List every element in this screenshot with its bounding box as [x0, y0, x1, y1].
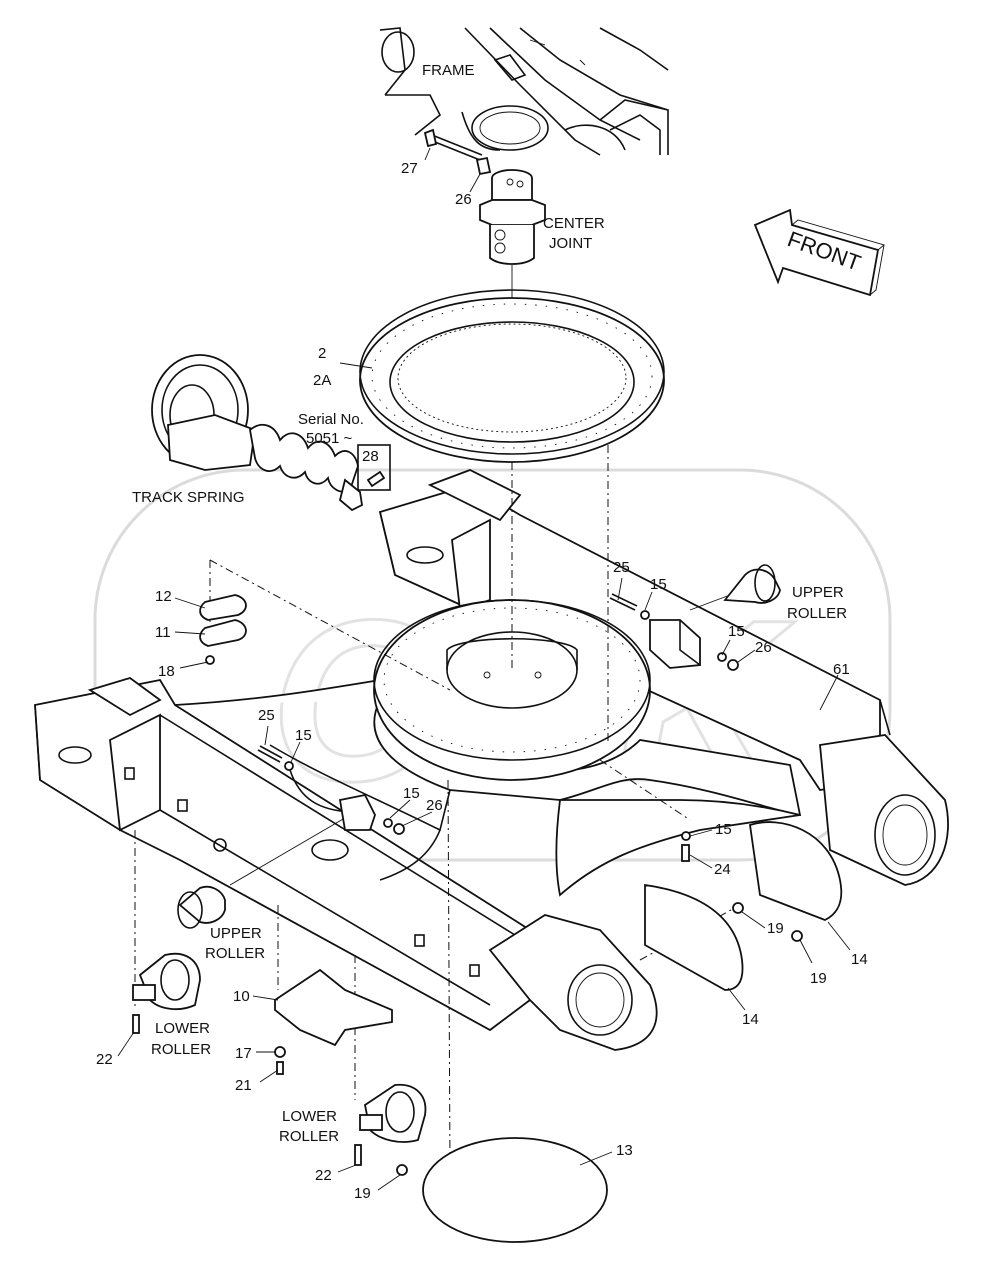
- cover-14-front: [644, 883, 744, 991]
- label-center-joint-2: JOINT: [549, 235, 592, 252]
- label-lower-roller-right-2: ROLLER: [279, 1128, 339, 1145]
- bolt-27: [423, 128, 483, 161]
- label-upper-roller-left-1: UPPER: [210, 925, 262, 942]
- plate-11: [199, 619, 247, 647]
- callout-numbers: 27 26 2 2A 28 25 15 15 26 61 12 11 18 25…: [96, 160, 868, 1202]
- callout-24: 24: [714, 861, 731, 878]
- leader-lines: [117, 147, 851, 1191]
- callout-27: 27: [401, 160, 418, 177]
- callout-15-right-1: 15: [650, 576, 667, 593]
- callout-13: 13: [616, 1142, 633, 1159]
- callout-15-left-1: 15: [295, 727, 312, 744]
- label-center-joint-1: CENTER: [543, 215, 605, 232]
- callout-26-left: 26: [426, 797, 443, 814]
- swing-bearing: [359, 289, 665, 463]
- track-spring-idler: [151, 354, 363, 512]
- front-direction-arrow: [753, 208, 885, 297]
- center-joint: [479, 169, 546, 265]
- callout-2: 2: [318, 345, 326, 362]
- upper-roller-right: [649, 564, 781, 669]
- callout-26-top: 26: [455, 191, 472, 208]
- lower-roller-right: [359, 1083, 427, 1143]
- label-upper-roller-right-1: UPPER: [792, 584, 844, 601]
- callout-2a: 2A: [313, 372, 331, 389]
- label-upper-roller-left-2: ROLLER: [205, 945, 265, 962]
- label-upper-roller-right-2: ROLLER: [787, 605, 847, 622]
- label-serial-1: Serial No.: [298, 411, 364, 428]
- track-frame: [34, 469, 949, 1051]
- label-frame: FRAME: [422, 62, 475, 79]
- callout-22-a: 22: [96, 1051, 113, 1068]
- callout-11: 11: [155, 624, 171, 641]
- bracket-10: [274, 968, 393, 1047]
- callout-25-right: 25: [613, 559, 630, 576]
- callout-15-bottom: 15: [715, 821, 732, 838]
- serial-box-28: [357, 444, 391, 491]
- lower-roller-left: [132, 952, 201, 1011]
- label-track-spring: TRACK SPRING: [132, 489, 245, 506]
- callout-17: 17: [235, 1045, 252, 1062]
- label-lower-roller-left-2: ROLLER: [151, 1041, 211, 1058]
- callout-18: 18: [158, 663, 175, 680]
- callout-19-a: 19: [767, 920, 784, 937]
- upper-roller-left: [177, 793, 376, 929]
- washer-26: [475, 156, 492, 176]
- fasteners: [132, 593, 803, 1176]
- callout-10: 10: [233, 988, 250, 1005]
- callout-14-b: 14: [742, 1011, 759, 1028]
- cover-14-rear: [749, 821, 843, 921]
- text-labels: FRAME CENTER JOINT FRONT Serial No. 5051…: [132, 62, 864, 1145]
- cover-13: [422, 1137, 608, 1243]
- callout-28: 28: [362, 448, 379, 465]
- label-lower-roller-right-1: LOWER: [282, 1108, 337, 1125]
- callout-22-b: 22: [315, 1167, 332, 1184]
- callout-15-left-2: 15: [403, 785, 420, 802]
- label-lower-roller-left-1: LOWER: [155, 1020, 210, 1037]
- upper-frame: [379, 27, 669, 156]
- callout-12: 12: [155, 588, 172, 605]
- callout-25-left: 25: [258, 707, 275, 724]
- plate-12: [199, 594, 247, 621]
- label-serial-2: 5051 ~: [306, 430, 353, 447]
- callout-19-b: 19: [810, 970, 827, 987]
- callout-21: 21: [235, 1077, 252, 1094]
- callout-19-c: 19: [354, 1185, 371, 1202]
- callout-15-right-2: 15: [728, 623, 745, 640]
- callout-14-a: 14: [851, 951, 868, 968]
- callout-61: 61: [833, 661, 850, 678]
- callout-26-right: 26: [755, 639, 772, 656]
